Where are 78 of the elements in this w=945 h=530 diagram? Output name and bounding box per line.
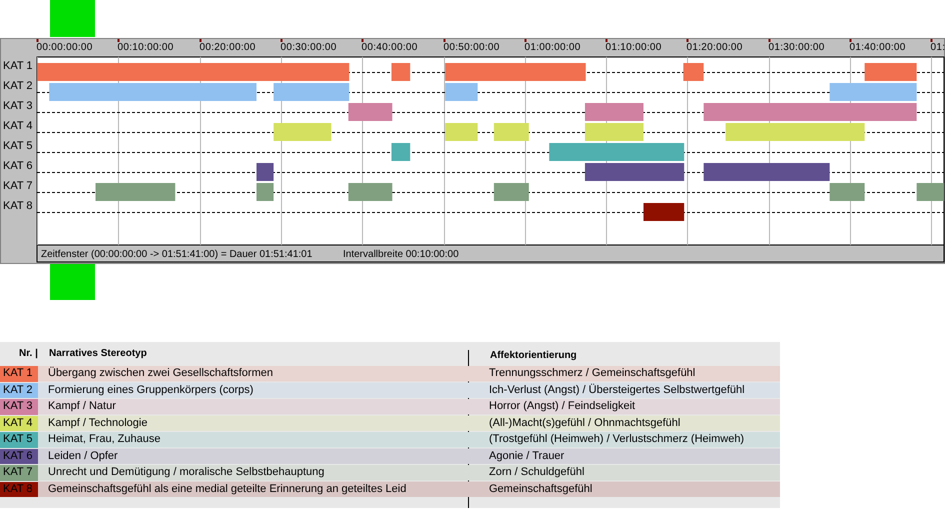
table-cell: (Trostgefühl (Heimweh) / Verlustschmerz (Heimweh) — [489, 433, 744, 446]
interval-bar — [704, 103, 917, 121]
interval-bar — [584, 103, 644, 121]
interval-bar — [274, 123, 332, 141]
table-cell: Ich-Verlust (Angst) / Übersteigertes Selbstwertgefühl — [489, 384, 745, 396]
column-header: Nr. | — [19, 347, 38, 360]
table-cell: Kampf / Technologie — [48, 416, 148, 430]
category-swatch: KAT 8 — [0, 482, 38, 497]
tick-label: 00:00:00:00 — [36, 41, 93, 54]
interval-bar — [916, 183, 944, 201]
interval-bar — [494, 183, 529, 201]
table-cell: Horror (Angst) / Feindseligkeit — [489, 400, 636, 413]
interval-bar — [391, 143, 410, 161]
row-label: KAT 8 — [3, 200, 33, 213]
tick-label: 01:30:00:00 — [768, 41, 825, 54]
table-cell: Zorn / Schuldgefühl — [489, 466, 584, 479]
interval-bar — [274, 83, 350, 101]
category-swatch: KAT 3 — [0, 399, 38, 414]
interval-bar — [704, 163, 830, 181]
table-cell: Leiden / Opfer — [48, 450, 118, 462]
row-label: KAT 2 — [3, 80, 33, 93]
table-cell: Gemeinschaftsgefühl als eine medial geteilte Erinnerung an geteiltes Leid — [48, 482, 406, 496]
tick-label: 00:20:00:00 — [200, 41, 256, 54]
interval-bar — [726, 123, 865, 141]
interval-bar — [348, 103, 392, 121]
interval-bar — [348, 183, 392, 201]
tick-label: 01:00:00:00 — [524, 41, 581, 54]
status-text: Zeitfenster (00:00:00:00 -> 01:51:41:00) = Dauer 01:51:41:01 — [41, 248, 312, 261]
row-label: KAT 5 — [3, 140, 33, 153]
interval-bar — [445, 123, 478, 141]
interval-bar — [584, 123, 644, 141]
category-swatch: KAT 7 — [0, 465, 38, 480]
row-label: KAT 7 — [3, 180, 33, 193]
category-swatch: KAT 5 — [0, 432, 38, 448]
row-label: KAT 6 — [3, 160, 33, 173]
category-swatch: KAT 6 — [0, 448, 38, 464]
interval-bar — [830, 83, 917, 101]
tick-label: 00:30:00:00 — [280, 41, 337, 54]
interval-bar — [391, 63, 410, 81]
table-cell: Heimat, Frau, Zuhause — [48, 433, 160, 446]
table-cell: Formierung eines Gruppenkörpers (corps) — [48, 384, 254, 396]
status-text: Intervallbreite 00:10:00:00 — [343, 248, 459, 261]
tick-label: 01:20:00:00 — [686, 41, 743, 54]
column-header: Narratives Stereotyp — [49, 347, 147, 360]
table-cell: Übergang zwischen zwei Gesellschaftsformen — [48, 367, 273, 380]
interval-bar — [683, 63, 704, 81]
interval-bar — [96, 183, 176, 201]
tick-label: 00:40:00:00 — [362, 41, 418, 54]
interval-bar — [494, 123, 529, 141]
table-cell: Trennungsschmerz / Gemeinschaftsgefühl — [489, 367, 696, 380]
tick-label: 01:40:00:00 — [850, 41, 906, 54]
table-cell: Gemeinschaftsgefühl — [489, 482, 592, 496]
table-cell: Kampf / Natur — [48, 400, 116, 413]
interval-bar — [644, 203, 684, 221]
interval-bar — [445, 63, 586, 81]
row-label: KAT 3 — [3, 100, 33, 113]
interval-bar — [445, 83, 478, 101]
tick-label: 00:50:00:00 — [444, 41, 500, 54]
interval-bar — [49, 83, 256, 101]
interval-bar — [256, 163, 274, 181]
table-cell: Unrecht und Demütigung / moralische Selbstbehauptung — [48, 466, 324, 479]
interval-bar — [37, 63, 350, 81]
table-cell: (All-)Macht(s)gefühl / Ohnmachtsgefühl — [489, 416, 680, 430]
category-swatch: KAT 4 — [0, 416, 38, 431]
tick-label: 01: — [930, 41, 945, 54]
row-label: KAT 4 — [3, 120, 33, 133]
interval-bar — [584, 163, 684, 181]
table-cell: Agonie / Trauer — [489, 450, 564, 462]
interval-bar — [830, 183, 865, 201]
tick-label: 00:10:00:00 — [118, 41, 174, 54]
tick-label: 01:10:00:00 — [606, 41, 662, 54]
category-swatch: KAT 1 — [0, 366, 38, 382]
category-swatch: KAT 2 — [0, 382, 38, 398]
interval-bar — [549, 143, 684, 161]
column-header: Affektorientierung — [490, 349, 577, 362]
interval-bar — [256, 183, 274, 201]
row-label: KAT 1 — [3, 60, 33, 73]
interval-bar — [864, 63, 917, 81]
